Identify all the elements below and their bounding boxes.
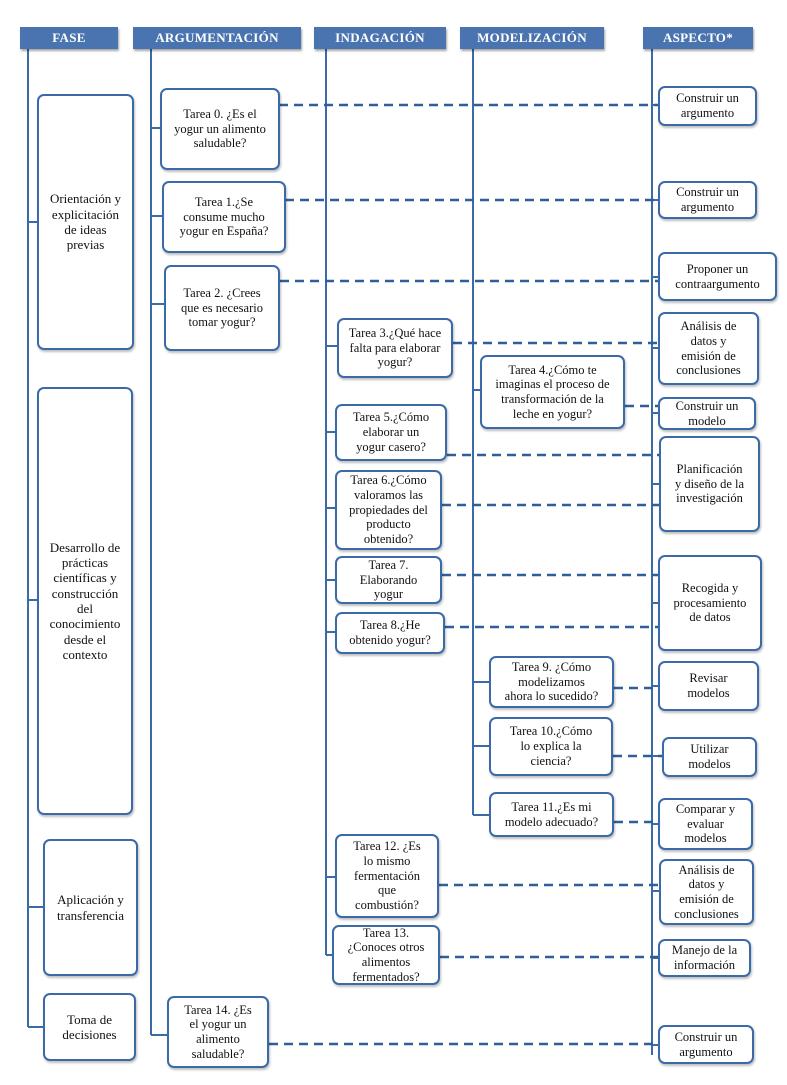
task-2: Tarea 2. ¿Crees que es necesario tomar y… — [164, 265, 280, 351]
task-0: Tarea 0. ¿Es el yogur un alimento saluda… — [160, 88, 280, 170]
aspecto-construir-modelo: Construir un modelo — [658, 397, 756, 430]
task-label: Tarea 7. Elaborando yogur — [359, 557, 418, 602]
aspecto-utilizar-modelos: Utilizar modelos — [662, 737, 757, 777]
aspecto-label: Construir un argumento — [674, 1029, 738, 1059]
phase-label: Orientación y explicitación de ideas pre… — [49, 191, 122, 253]
task-4: Tarea 4.¿Cómo te imaginas el proceso de … — [480, 355, 625, 429]
aspecto-label: Construir un argumento — [676, 185, 739, 214]
aspecto-construir-argumento-1: Construir un argumento — [658, 86, 757, 126]
task-13: Tarea 13. ¿Conoces otros alimentos ferme… — [332, 925, 440, 985]
aspecto-construir-argumento-2: Construir un argumento — [658, 181, 757, 219]
aspecto-comparar-evaluar: Comparar y evaluar modelos — [658, 798, 753, 850]
aspecto-label: Construir un argumento — [676, 91, 739, 120]
phase-orientacion: Orientación y explicitación de ideas pre… — [37, 94, 134, 350]
task-10: Tarea 10.¿Cómo lo explica la ciencia? — [489, 717, 613, 776]
task-label: Tarea 9. ¿Cómo modelizamos ahora lo suce… — [504, 659, 599, 704]
task-label: Tarea 14. ¿Es el yogur un alimento salud… — [184, 1002, 252, 1061]
task-11: Tarea 11.¿Es mi modelo adecuado? — [489, 792, 614, 837]
aspecto-label: Utilizar modelos — [688, 742, 731, 771]
header-aspecto: ASPECTO* — [643, 27, 753, 49]
task-label: Tarea 10.¿Cómo lo explica la ciencia? — [509, 724, 593, 768]
aspecto-revisar-modelos: Revisar modelos — [658, 661, 759, 711]
task-label: Tarea 2. ¿Crees que es necesario tomar y… — [181, 285, 263, 330]
aspecto-label: Revisar modelos — [687, 671, 730, 700]
task-label: Tarea 3.¿Qué hace falta para elaborar yo… — [348, 325, 442, 370]
phase-label: Aplicación y transferencia — [56, 892, 125, 923]
task-1: Tarea 1.¿Se consume mucho yogur en Españ… — [162, 181, 286, 253]
header-fase: FASE — [20, 27, 118, 49]
task-7: Tarea 7. Elaborando yogur — [335, 556, 442, 604]
task-label: Tarea 12. ¿Es lo mismo fermentación que … — [353, 839, 421, 913]
task-6: Tarea 6.¿Cómo valoramos las propiedades … — [335, 470, 442, 550]
task-8: Tarea 8.¿He obtenido yogur? — [335, 612, 445, 654]
phase-label: Toma de decisiones — [62, 1011, 117, 1042]
phase-toma-decisiones: Toma de decisiones — [43, 993, 136, 1061]
phase-label: Desarrollo de prácticas científicas y co… — [49, 539, 121, 662]
task-5: Tarea 5.¿Cómo elaborar un yogur casero? — [335, 404, 447, 461]
task-9: Tarea 9. ¿Cómo modelizamos ahora lo suce… — [489, 656, 614, 708]
task-14: Tarea 14. ¿Es el yogur un alimento salud… — [167, 996, 269, 1068]
phase-desarrollo: Desarrollo de prácticas científicas y co… — [37, 387, 133, 815]
aspecto-label: Planificación y diseño de la investigaci… — [674, 461, 745, 506]
task-12: Tarea 12. ¿Es lo mismo fermentación que … — [335, 834, 439, 918]
task-label: Tarea 5.¿Cómo elaborar un yogur casero? — [352, 410, 430, 454]
task-label: Tarea 4.¿Cómo te imaginas el proceso de … — [495, 362, 610, 421]
task-label: Tarea 13. ¿Conoces otros alimentos ferme… — [347, 925, 425, 984]
task-3: Tarea 3.¿Qué hace falta para elaborar yo… — [337, 318, 453, 378]
header-modelizacion: MODELIZACIÓN — [460, 27, 604, 49]
aspecto-analisis-datos-1: Análisis de datos y emisión de conclusio… — [658, 312, 759, 385]
aspecto-label: Recogida y procesamiento de datos — [673, 580, 747, 625]
header-argumentacion: ARGUMENTACIÓN — [133, 27, 301, 49]
aspecto-planificacion: Planificación y diseño de la investigaci… — [659, 436, 760, 532]
task-label: Tarea 1.¿Se consume mucho yogur en Españ… — [179, 194, 269, 239]
aspecto-construir-argumento-3: Construir un argumento — [658, 1025, 754, 1064]
aspecto-label: Análisis de datos y emisión de conclusio… — [674, 862, 739, 921]
aspecto-label: Proponer un contraargumento — [675, 261, 760, 291]
aspecto-recogida-datos: Recogida y procesamiento de datos — [658, 555, 762, 651]
aspecto-analisis-datos-2: Análisis de datos y emisión de conclusio… — [659, 859, 754, 925]
aspecto-label: Análisis de datos y emisión de conclusio… — [676, 319, 741, 378]
task-label: Tarea 11.¿Es mi modelo adecuado? — [504, 799, 599, 829]
task-label: Tarea 6.¿Cómo valoramos las propiedades … — [349, 473, 428, 547]
aspecto-label: Manejo de la información — [671, 943, 738, 972]
aspecto-label: Comparar y evaluar modelos — [675, 801, 736, 846]
aspecto-manejo-informacion: Manejo de la información — [658, 939, 751, 977]
aspecto-label: Construir un modelo — [675, 398, 739, 428]
task-label: Tarea 8.¿He obtenido yogur? — [349, 618, 431, 647]
aspecto-proponer-contraargumento: Proponer un contraargumento — [658, 252, 777, 301]
task-label: Tarea 0. ¿Es el yogur un alimento saluda… — [174, 106, 266, 151]
header-indagacion: INDAGACIÓN — [314, 27, 446, 49]
phase-aplicacion: Aplicación y transferencia — [43, 839, 138, 976]
